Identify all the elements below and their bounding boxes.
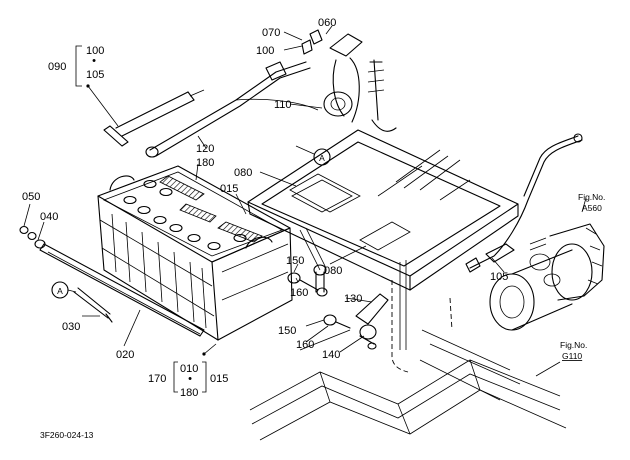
part-label-015-top: 015: [220, 183, 238, 195]
part-label-080-top: 080: [234, 167, 252, 179]
part-label-010: 010: [180, 363, 198, 375]
callout-marker-a-left: A: [51, 281, 77, 299]
fig-ref-code: G110: [562, 351, 582, 361]
battery-cable-090: [103, 61, 319, 158]
part-label-160-top: 160: [290, 287, 308, 299]
battery: [97, 165, 293, 341]
fig-ref-a560: Fig.No. A560: [578, 192, 605, 213]
part-label-015-bottom: 015: [210, 373, 228, 385]
part-label-100: 100: [86, 45, 104, 57]
part-label-160-bottom: 160: [296, 339, 314, 351]
part-label-105: 105: [86, 69, 104, 81]
part-label-150-bottom: 150: [278, 325, 296, 337]
part-label-070: 070: [262, 27, 280, 39]
part-label-110: 110: [274, 99, 292, 111]
part-label-050: 050: [22, 191, 40, 203]
fig-ref-code: A560: [582, 203, 602, 213]
separator-dot: •: [92, 55, 96, 67]
fig-ref-label: Fig.No.: [560, 340, 587, 350]
callout-letter: A: [57, 286, 63, 296]
part-label-060: 060: [318, 17, 336, 29]
part-label-120: 120: [196, 143, 214, 155]
separator-dot: •: [188, 373, 192, 385]
fig-ref-g110: Fig.No. G110: [560, 340, 587, 361]
callout-marker-a-top: A: [295, 145, 331, 166]
battery-tray: [247, 129, 519, 350]
starter-motor: [465, 133, 605, 331]
part-label-020: 020: [116, 349, 134, 361]
part-label-040: 040: [40, 211, 58, 223]
part-label-100-top: 100: [256, 45, 274, 57]
part-label-180-bottom: 180: [180, 387, 198, 399]
frame-outline: [249, 280, 567, 441]
part-label-150-top: 150: [286, 255, 304, 267]
part-label-180-top: 180: [196, 157, 214, 169]
part-label-090: 090: [48, 61, 66, 73]
leader-lines: [23, 25, 587, 393]
part-label-080-bottom: 080: [324, 265, 342, 277]
part-label-105-right: 105: [490, 271, 508, 283]
callout-letter: A: [319, 153, 325, 163]
part-label-170: 170: [148, 373, 166, 385]
small-hardware: [287, 264, 389, 350]
battery-caps: [123, 179, 247, 251]
part-number-labels: 100 • 105 090 070 060 100 110 120 180 08…: [22, 17, 508, 399]
hold-down-bar: [19, 225, 205, 337]
part-label-030: 030: [62, 321, 80, 333]
part-label-130: 130: [344, 293, 362, 305]
fig-ref-label: Fig.No.: [578, 192, 605, 202]
drawing-code: 3F260-024-13: [40, 430, 94, 440]
terminal-assembly: [301, 29, 397, 132]
part-label-140: 140: [322, 349, 340, 361]
